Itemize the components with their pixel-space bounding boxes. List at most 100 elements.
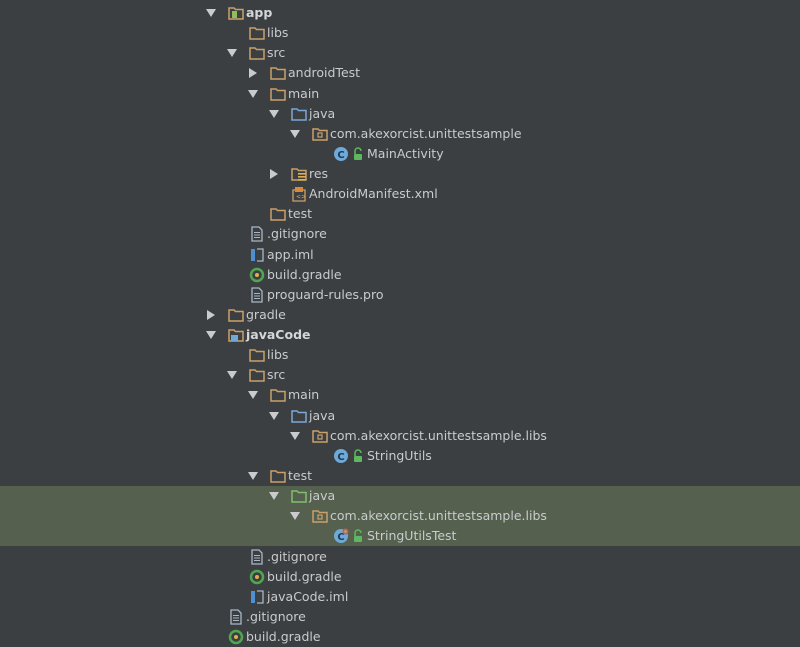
- collapsed-arrow-icon[interactable]: [269, 169, 279, 179]
- tree-row[interactable]: src: [0, 365, 800, 385]
- tree-row[interactable]: com.akexorcist.unittestsample.libs: [0, 426, 800, 446]
- folder-icon: [270, 468, 286, 484]
- expanded-arrow-icon[interactable]: [269, 491, 279, 501]
- package-folder-icon: [312, 126, 328, 142]
- tree-item-label: gradle: [246, 307, 286, 322]
- expanded-arrow-icon[interactable]: [206, 330, 216, 340]
- test-source-folder-icon: [291, 488, 307, 504]
- tree-row[interactable]: java: [0, 104, 800, 124]
- tree-row[interactable]: build.gradle: [0, 627, 800, 647]
- tree-row[interactable]: main: [0, 84, 800, 104]
- expanded-arrow-icon[interactable]: [248, 89, 258, 99]
- expanded-arrow-icon[interactable]: [290, 431, 300, 441]
- resource-folder-icon: [291, 166, 307, 182]
- lock-icon: [351, 146, 367, 162]
- expanded-arrow-icon[interactable]: [290, 511, 300, 521]
- tree-row[interactable]: main: [0, 385, 800, 405]
- tree-row[interactable]: java: [0, 406, 800, 426]
- package-folder-icon: [312, 428, 328, 444]
- expanded-arrow-icon[interactable]: [227, 48, 237, 58]
- tree-item-label: libs: [267, 25, 289, 40]
- class-icon: C: [333, 146, 349, 162]
- tree-item-label: test: [288, 206, 313, 221]
- tree-row[interactable]: androidTest: [0, 63, 800, 83]
- tree-row[interactable]: app: [0, 3, 800, 23]
- folder-icon: [228, 307, 244, 323]
- tree-item-label: test: [288, 468, 313, 483]
- tree-item-label: .gitignore: [267, 549, 327, 564]
- tree-item-label: build.gradle: [246, 629, 321, 644]
- tree-row[interactable]: app.iml: [0, 245, 800, 265]
- iml-file-icon: [249, 589, 265, 605]
- tree-row[interactable]: gradle: [0, 305, 800, 325]
- tree-item-label: javaCode.iml: [267, 589, 349, 604]
- folder-icon: [270, 86, 286, 102]
- test-class-icon: C: [333, 528, 349, 544]
- tree-row[interactable]: javaCode: [0, 325, 800, 345]
- tree-row[interactable]: .gitignore: [0, 547, 800, 567]
- expanded-arrow-icon[interactable]: [248, 471, 258, 481]
- tree-item-label: com.akexorcist.unittestsample: [330, 126, 522, 141]
- tree-item-label: src: [267, 45, 286, 60]
- tree-row[interactable]: java: [0, 486, 800, 506]
- tree-item-label: main: [288, 86, 320, 101]
- tree-row[interactable]: libs: [0, 23, 800, 43]
- folder-icon: [249, 25, 265, 41]
- tree-row[interactable]: test: [0, 204, 800, 224]
- expanded-arrow-icon[interactable]: [206, 8, 216, 18]
- expanded-arrow-icon[interactable]: [269, 411, 279, 421]
- tree-row[interactable]: com.akexorcist.unittestsample.libs: [0, 506, 800, 526]
- expanded-arrow-icon[interactable]: [269, 109, 279, 119]
- tree-row[interactable]: <> AndroidManifest.xml: [0, 184, 800, 204]
- tree-row[interactable]: .gitignore: [0, 607, 800, 627]
- gradle-file-icon: [228, 629, 244, 645]
- folder-icon: [249, 45, 265, 61]
- collapsed-arrow-icon[interactable]: [248, 68, 258, 78]
- tree-item-label: app: [246, 5, 273, 20]
- folder-icon: [270, 206, 286, 222]
- tree-item-label: AndroidManifest.xml: [309, 186, 438, 201]
- lock-icon: [351, 528, 367, 544]
- expanded-arrow-icon[interactable]: [248, 390, 258, 400]
- tree-row[interactable]: javaCode.iml: [0, 587, 800, 607]
- tree-item-label: libs: [267, 347, 289, 362]
- svg-text:C: C: [337, 150, 344, 161]
- gradle-file-icon: [249, 569, 265, 585]
- collapsed-arrow-icon[interactable]: [206, 310, 216, 320]
- tree-row[interactable]: C StringUtilsTest: [0, 526, 800, 546]
- tree-row[interactable]: C StringUtils: [0, 446, 800, 466]
- tree-row[interactable]: src: [0, 43, 800, 63]
- tree-row[interactable]: libs: [0, 345, 800, 365]
- tree-item-label: .gitignore: [267, 226, 327, 241]
- expanded-arrow-icon[interactable]: [227, 370, 237, 380]
- tree-item-label: build.gradle: [267, 569, 342, 584]
- expanded-arrow-icon[interactable]: [290, 129, 300, 139]
- folder-icon: [270, 387, 286, 403]
- tree-item-label: StringUtils: [367, 448, 432, 463]
- class-icon: C: [333, 448, 349, 464]
- tree-item-label: MainActivity: [367, 146, 444, 161]
- tree-row[interactable]: com.akexorcist.unittestsample: [0, 124, 800, 144]
- tree-row[interactable]: res: [0, 164, 800, 184]
- tree-row[interactable]: test: [0, 466, 800, 486]
- svg-text:<>: <>: [296, 194, 306, 201]
- module-folder-icon: [228, 5, 244, 21]
- text-file-icon: [249, 549, 265, 565]
- tree-item-label: src: [267, 367, 286, 382]
- lock-icon: [351, 448, 367, 464]
- tree-item-label: java: [309, 106, 336, 121]
- tree-item-label: java: [309, 408, 336, 423]
- tree-row[interactable]: .gitignore: [0, 224, 800, 244]
- tree-row[interactable]: proguard-rules.pro: [0, 285, 800, 305]
- tree-row[interactable]: build.gradle: [0, 265, 800, 285]
- text-file-icon: [228, 609, 244, 625]
- text-file-icon: [249, 226, 265, 242]
- tree-row[interactable]: build.gradle: [0, 567, 800, 587]
- tree-row[interactable]: C MainActivity: [0, 144, 800, 164]
- selection-highlight: [0, 486, 800, 546]
- tree-item-label: com.akexorcist.unittestsample.libs: [330, 428, 547, 443]
- iml-file-icon: [249, 247, 265, 263]
- gradle-file-icon: [249, 267, 265, 283]
- tree-item-label: javaCode: [246, 327, 311, 342]
